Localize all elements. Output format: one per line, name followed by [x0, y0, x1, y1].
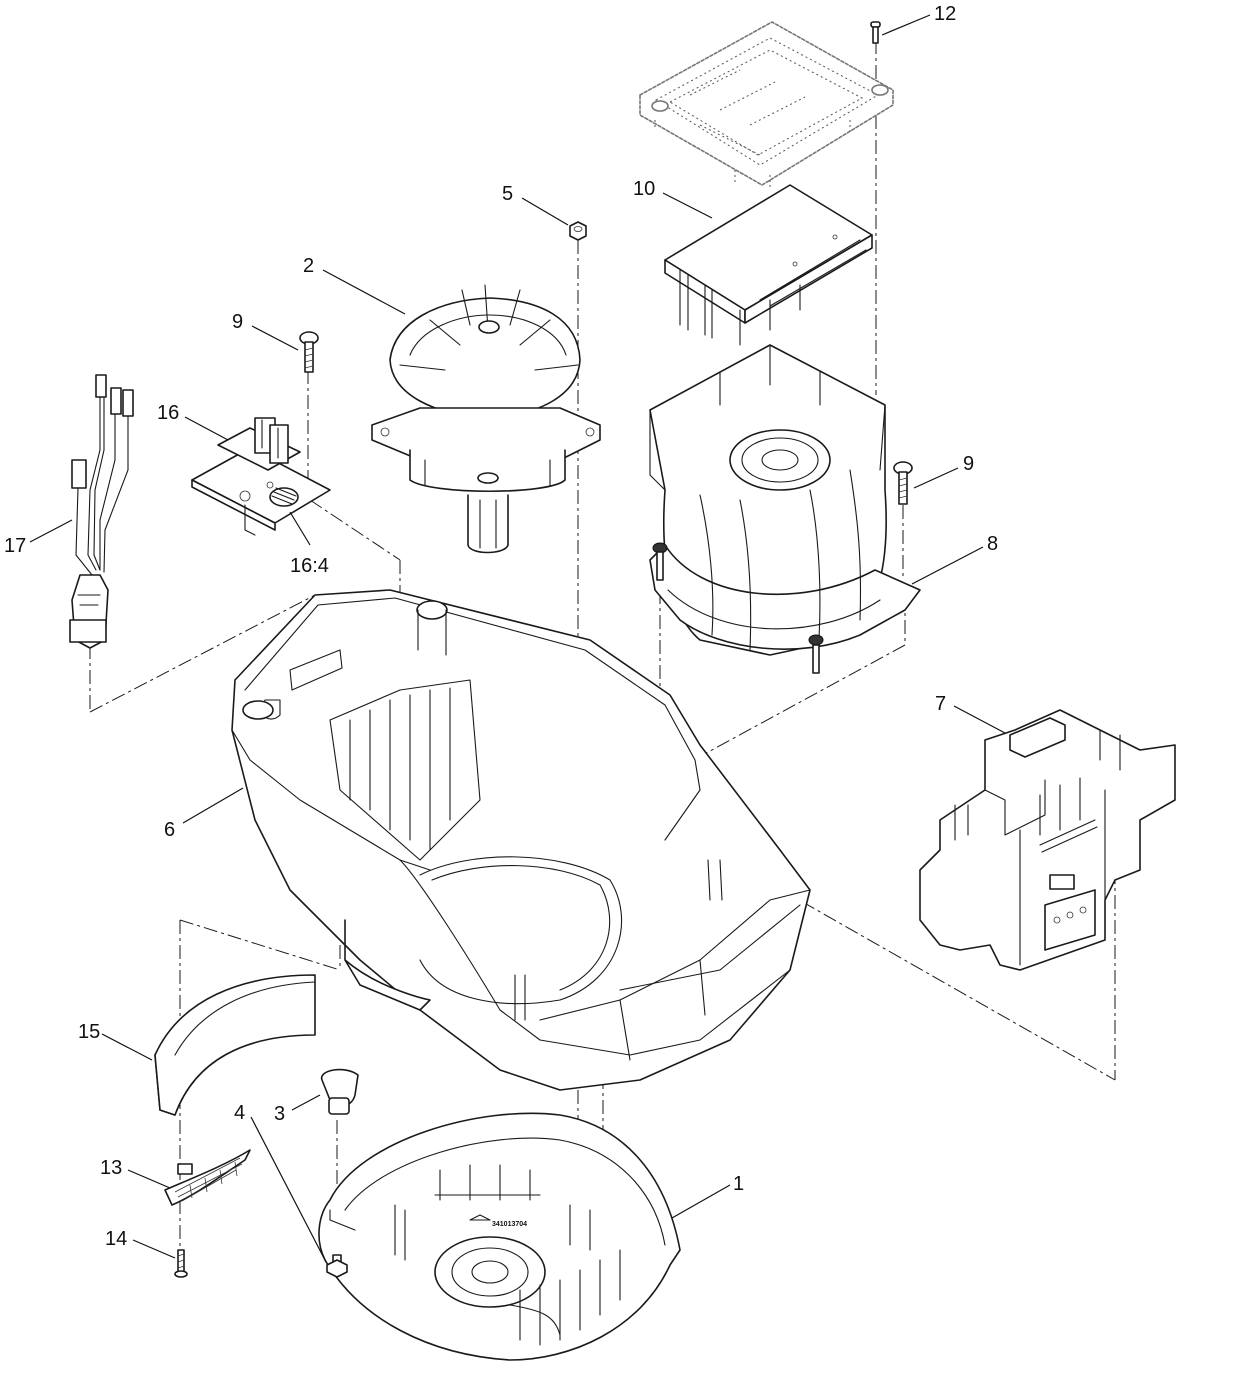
part-6-main-housing	[231, 589, 811, 1091]
callout-6: 6	[164, 819, 175, 841]
part-15-foam-block	[154, 974, 316, 1116]
callout-14: 14	[105, 1228, 127, 1250]
callout-16: 16	[157, 402, 179, 424]
callout-10: 10	[633, 178, 655, 200]
part-12-screw	[870, 21, 881, 44]
callout-labels: 12 10 5 2 9 16 9 8 17 16:4 7 6 15 3 13 1…	[4, 3, 998, 1250]
base-part-marking: 341013704	[492, 1221, 527, 1228]
part-3-knob	[321, 1068, 359, 1115]
part-9-screw-left	[299, 331, 319, 373]
callout-16-4: 16:4	[290, 555, 329, 577]
part-4-bolt	[326, 1254, 348, 1278]
part-7-control-board	[919, 709, 1176, 971]
part-8-motor-housing	[649, 344, 921, 674]
callout-12: 12	[934, 3, 956, 25]
callout-8: 8	[987, 533, 998, 555]
callout-7: 7	[935, 693, 946, 715]
leader-lines	[29, 14, 1006, 1263]
part-10-heat-sink	[664, 184, 873, 346]
part-2-motor	[371, 284, 601, 554]
callout-4: 4	[234, 1102, 245, 1124]
callout-13: 13	[100, 1157, 122, 1179]
callout-1: 1	[733, 1173, 744, 1195]
callout-9-right: 9	[963, 453, 974, 475]
part-17-wiring-harness	[69, 374, 134, 649]
part-13-grille	[164, 1149, 251, 1206]
callout-2: 2	[303, 255, 314, 277]
callout-3: 3	[274, 1103, 285, 1125]
part-5-nut	[569, 221, 587, 241]
part-9-screw-right	[893, 461, 913, 505]
part-14-screw	[174, 1249, 188, 1278]
part-1-base: 341013704	[318, 1112, 681, 1361]
callout-17: 17	[4, 535, 26, 557]
callout-5: 5	[502, 183, 513, 205]
part-16-switch-bracket	[191, 417, 331, 536]
callout-15: 15	[78, 1021, 100, 1043]
cover-frame	[639, 21, 894, 190]
callout-9-left: 9	[232, 311, 243, 333]
